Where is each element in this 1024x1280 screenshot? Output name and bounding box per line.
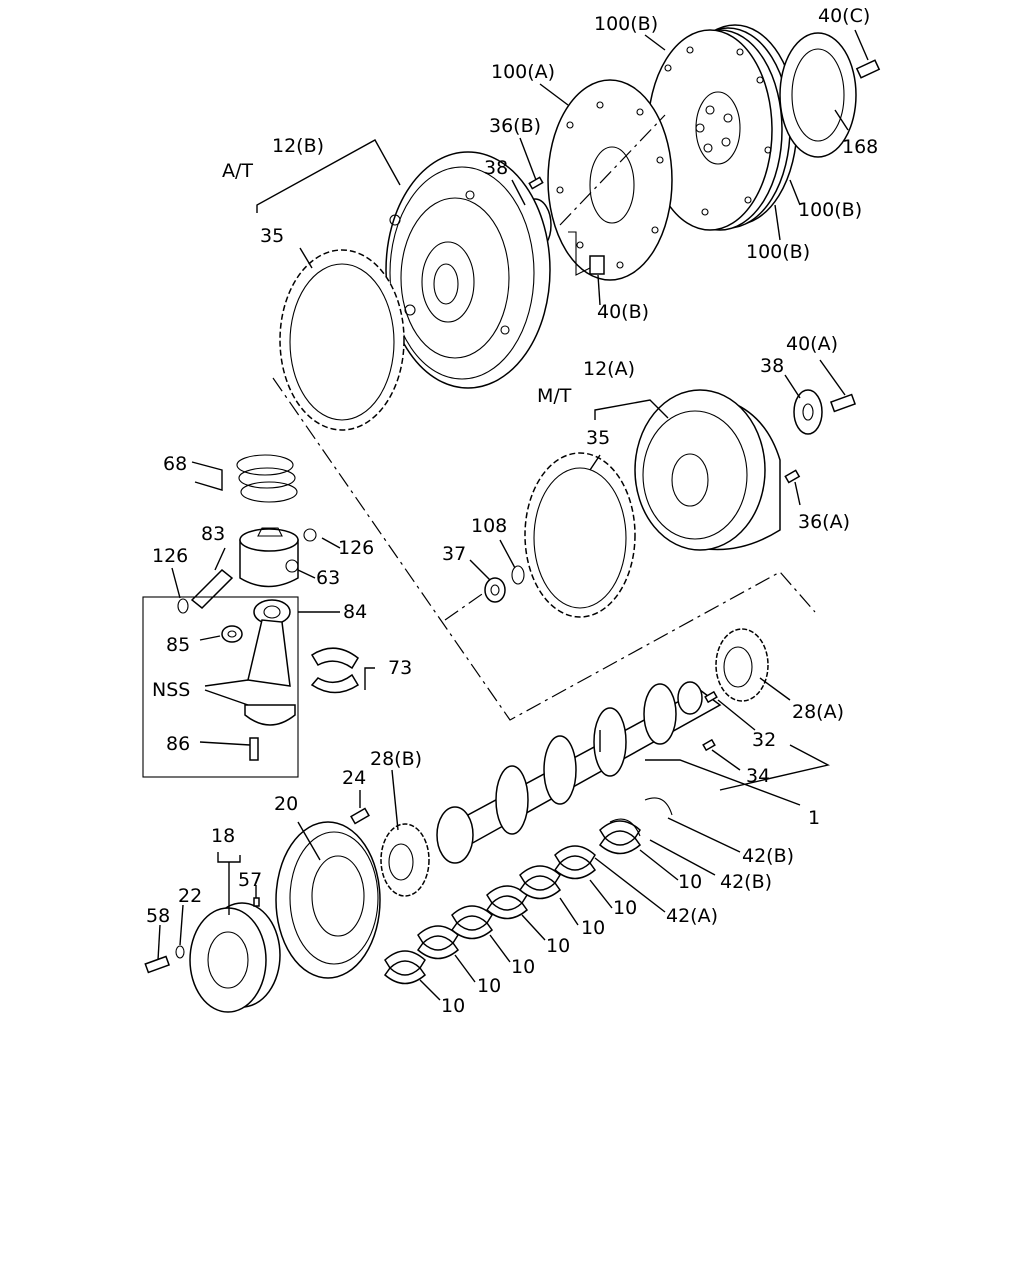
label-24: 24 <box>342 767 366 789</box>
label-100B-r1: 100(B) <box>798 199 862 221</box>
label-10-d: 10 <box>546 935 570 957</box>
label-10-f: 10 <box>477 975 501 997</box>
label-85: 85 <box>166 634 190 656</box>
label-58: 58 <box>146 905 170 927</box>
pin-36A <box>784 469 801 484</box>
snap-ring-108 <box>511 565 525 585</box>
label-68: 68 <box>163 453 187 475</box>
rod-bolt-86 <box>249 737 259 761</box>
label-32: 32 <box>752 729 776 751</box>
labels: 100(B) 40(C) 100(A) 168 36(B) 12(B) A/T … <box>146 5 878 1017</box>
rod-bearing-73 <box>310 647 360 694</box>
label-12A: 12(A) <box>583 358 635 380</box>
reinforcement-plate-168 <box>779 32 857 158</box>
bushing-85 <box>221 625 243 643</box>
flywheel-12A <box>634 389 781 551</box>
label-10-e: 10 <box>511 956 535 978</box>
label-42B-2: 42(B) <box>720 871 772 893</box>
label-18: 18 <box>211 825 235 847</box>
label-40B: 40(B) <box>597 301 649 323</box>
connecting-rod-group-box <box>142 596 299 778</box>
label-37: 37 <box>442 543 466 565</box>
label-63: 63 <box>316 567 340 589</box>
crankshaft-1 <box>436 681 722 864</box>
drive-plate-100A <box>547 79 673 281</box>
bolt-58 <box>144 955 171 974</box>
damper-pulley-18 <box>189 902 281 1013</box>
label-35-at: 35 <box>260 225 284 247</box>
rod-cap-nss <box>244 704 296 726</box>
bolt-40C <box>855 59 881 79</box>
label-168: 168 <box>842 136 878 158</box>
thrust-washers-42 <box>609 797 673 837</box>
label-40A: 40(A) <box>786 333 838 355</box>
label-10-a: 10 <box>678 871 702 893</box>
pin-36B <box>528 176 544 190</box>
label-22: 22 <box>178 885 202 907</box>
drive-plate-100B-front <box>647 29 773 231</box>
bearing-37 <box>484 577 506 603</box>
washer-22 <box>175 945 185 959</box>
label-10-g: 10 <box>441 995 465 1017</box>
bolt-40A <box>829 393 857 413</box>
label-AT: A/T <box>222 160 253 182</box>
main-bearings-10 <box>383 820 642 985</box>
label-28B: 28(B) <box>370 748 422 770</box>
label-35-mt: 35 <box>586 427 610 449</box>
label-108: 108 <box>471 515 507 537</box>
label-100B-top: 100(B) <box>594 13 658 35</box>
spacer-38-mt <box>793 389 823 435</box>
label-36A: 36(A) <box>798 511 850 533</box>
bolt-24 <box>350 807 370 825</box>
label-38-mt: 38 <box>760 355 784 377</box>
label-34: 34 <box>746 765 770 787</box>
label-NSS: NSS <box>152 679 190 701</box>
crank-gear-28A <box>715 628 769 702</box>
label-40C: 40(C) <box>818 5 870 27</box>
crank-pulley-20 <box>275 821 381 979</box>
label-20: 20 <box>274 793 298 815</box>
crank-gear-28B <box>380 823 430 897</box>
flywheel-12B <box>385 151 551 389</box>
label-126-left: 126 <box>152 545 188 567</box>
connecting-rod-84 <box>247 599 291 687</box>
label-42B-1: 42(B) <box>742 845 794 867</box>
piston-63 <box>239 527 299 588</box>
key-32 <box>704 690 718 704</box>
label-100A: 100(A) <box>491 61 555 83</box>
label-10-c: 10 <box>581 917 605 939</box>
label-12B: 12(B) <box>272 135 324 157</box>
pin-57 <box>253 897 260 907</box>
pin-34 <box>702 738 716 752</box>
ring-gear-35-at <box>279 249 405 431</box>
leader-40B-bracket <box>568 231 591 276</box>
piston-rings-68 <box>236 454 298 503</box>
piston-pin-83 <box>190 568 234 610</box>
label-36B: 36(B) <box>489 115 541 137</box>
label-83: 83 <box>201 523 225 545</box>
label-126-right: 126 <box>338 537 374 559</box>
bolt-40B <box>589 255 605 275</box>
label-10-b: 10 <box>613 897 637 919</box>
label-100B-r2: 100(B) <box>746 241 810 263</box>
ring-gear-35-mt <box>524 452 636 618</box>
label-84: 84 <box>343 601 367 623</box>
label-MT: M/T <box>537 385 572 407</box>
snap-ring-126-left <box>177 598 189 614</box>
leader-lines <box>157 29 869 1001</box>
label-57: 57 <box>238 869 262 891</box>
label-1: 1 <box>808 807 820 829</box>
label-73: 73 <box>388 657 412 679</box>
label-42A: 42(A) <box>666 905 718 927</box>
label-86: 86 <box>166 733 190 755</box>
label-28A: 28(A) <box>792 701 844 723</box>
label-38-at: 38 <box>484 157 508 179</box>
snap-ring-126-right <box>303 528 317 542</box>
